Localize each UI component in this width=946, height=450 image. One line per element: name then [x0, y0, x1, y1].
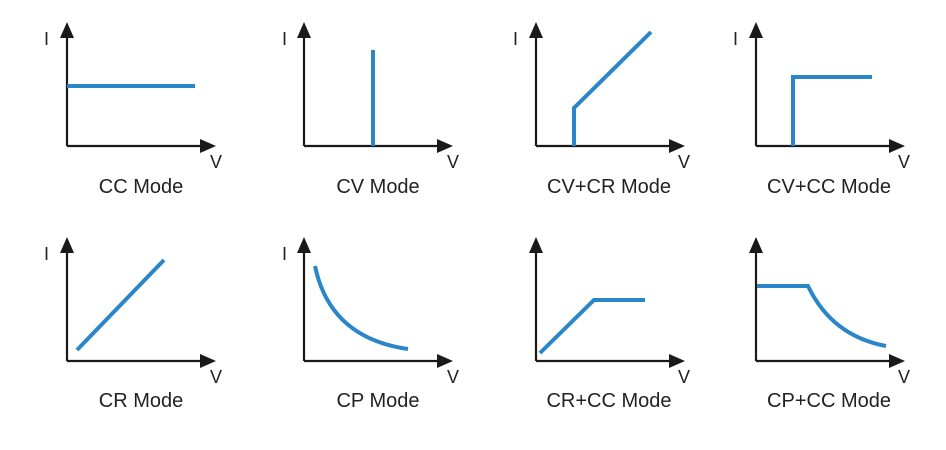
y-axis-arrow [297, 237, 311, 253]
y-axis-label: I [282, 29, 287, 49]
x-axis-label: V [210, 367, 222, 387]
x-axis-label: V [898, 152, 910, 172]
x-axis-label: V [678, 152, 690, 172]
iv-curve [313, 265, 409, 351]
y-axis-arrow [749, 22, 763, 38]
x-axis-arrow [200, 139, 216, 153]
y-axis-arrow [60, 22, 74, 38]
x-axis-label: V [447, 367, 459, 387]
x-axis-arrow [200, 354, 216, 368]
y-axis-label: I [44, 244, 49, 264]
x-axis-arrow [889, 354, 905, 368]
iv-curve [757, 284, 887, 348]
y-axis-arrow [297, 22, 311, 38]
panel-caption: CV+CC Mode [767, 176, 891, 198]
x-axis-label: V [210, 152, 222, 172]
iv-curve [538, 298, 645, 355]
x-axis-arrow [669, 139, 685, 153]
panel-cr-mode: I V CR Mode [44, 237, 222, 412]
x-axis-arrow [669, 354, 685, 368]
panel-caption: CP Mode [336, 390, 419, 412]
panel-caption: CC Mode [99, 176, 183, 198]
panel-cp-mode: I V CP Mode [282, 237, 459, 412]
y-axis-arrow [60, 237, 74, 253]
y-axis-label: I [733, 29, 738, 49]
panel-caption: CR Mode [99, 390, 183, 412]
panel-cc-mode: I V CC Mode [44, 22, 222, 198]
iv-curve [572, 30, 653, 146]
y-axis-arrow [529, 22, 543, 38]
iv-curve [75, 258, 166, 352]
y-axis-arrow [529, 237, 543, 253]
x-axis-arrow [889, 139, 905, 153]
panel-caption: CP+CC Mode [767, 390, 891, 412]
panel-cv-cr-mode: I V CV+CR Mode [513, 22, 690, 198]
x-axis-label: V [678, 367, 690, 387]
y-axis-arrow [749, 237, 763, 253]
y-axis-label: I [44, 29, 49, 49]
iv-curve [791, 75, 872, 146]
panel-cp-cc-mode: V CP+CC Mode [749, 237, 910, 412]
panel-cv-cc-mode: I V CV+CC Mode [733, 22, 910, 198]
y-axis-label: I [282, 244, 287, 264]
panel-cr-cc-mode: V CR+CC Mode [529, 237, 690, 412]
panel-caption: CV Mode [336, 176, 419, 198]
x-axis-label: V [447, 152, 459, 172]
panel-cv-mode: I V CV Mode [282, 22, 459, 198]
x-axis-label: V [898, 367, 910, 387]
x-axis-arrow [437, 354, 453, 368]
y-axis-label: I [513, 29, 518, 49]
panel-caption: CV+CR Mode [547, 176, 671, 198]
x-axis-arrow [437, 139, 453, 153]
panel-caption: CR+CC Mode [546, 390, 671, 412]
